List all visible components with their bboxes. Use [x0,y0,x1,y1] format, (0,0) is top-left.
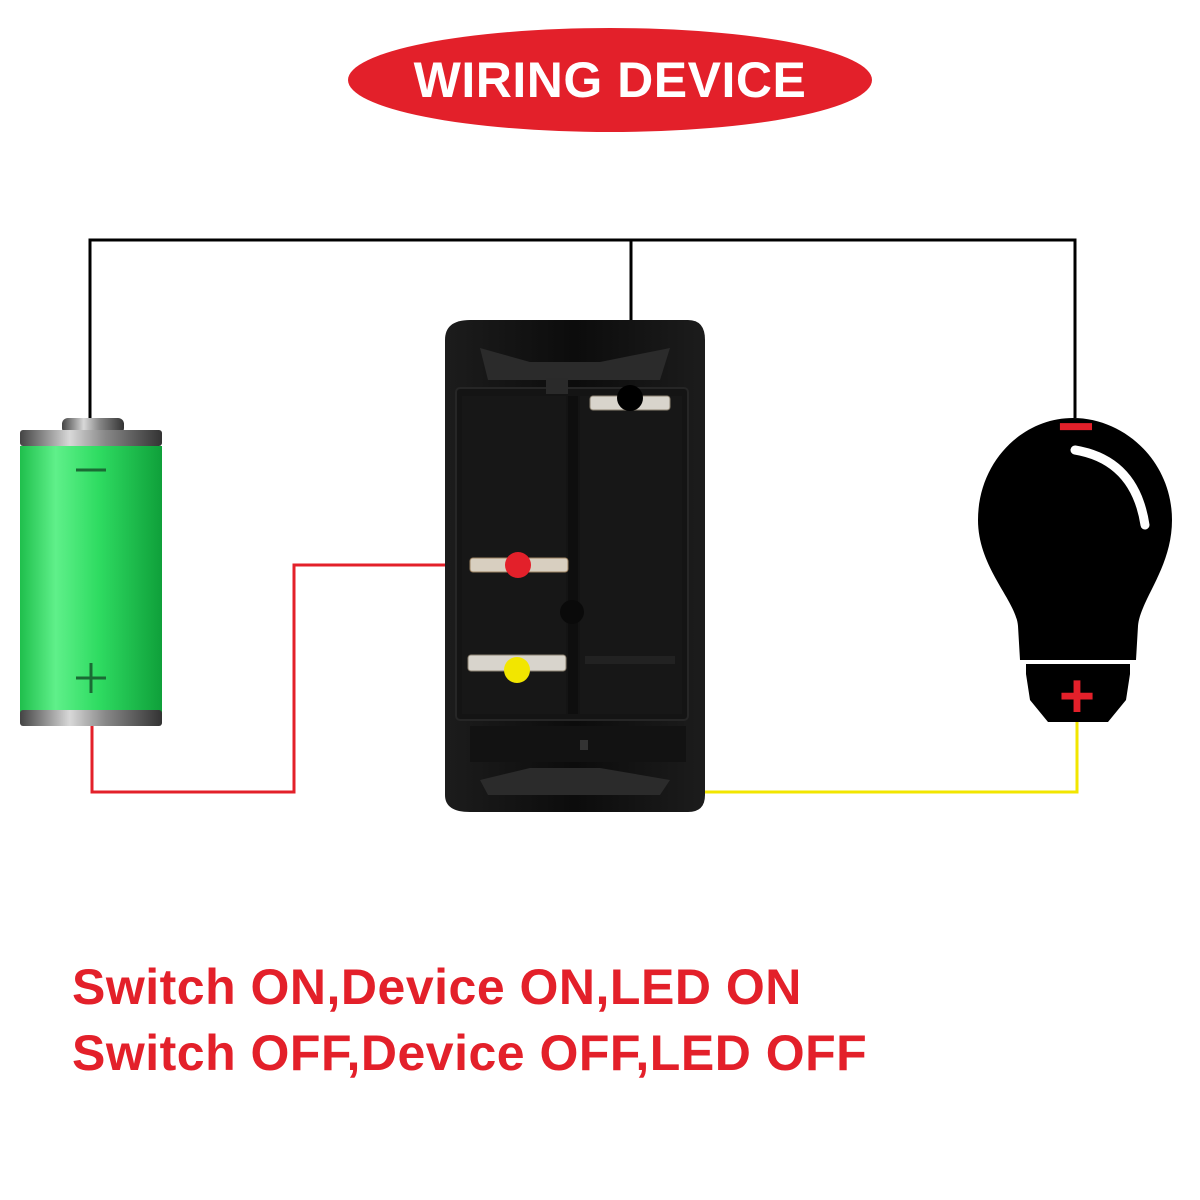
red-wire [90,563,518,794]
caption-switch-on: Switch ON,Device ON,LED ON [72,959,802,1015]
battery-icon [20,418,162,726]
caption-switch-off: Switch OFF,Device OFF,LED OFF [72,1025,868,1081]
page-title: WIRING DEVICE [413,52,807,108]
bulb-plus-sign: + [1059,662,1095,731]
bulb-minus-sign: − [1057,390,1094,462]
yellow-terminal-dot [504,657,530,683]
light-bulb-icon [978,418,1172,722]
rocker-switch-icon [445,320,705,812]
title-banner: WIRING DEVICE [348,28,872,132]
black-terminal-dot [617,385,643,411]
red-terminal-dot [505,552,531,578]
